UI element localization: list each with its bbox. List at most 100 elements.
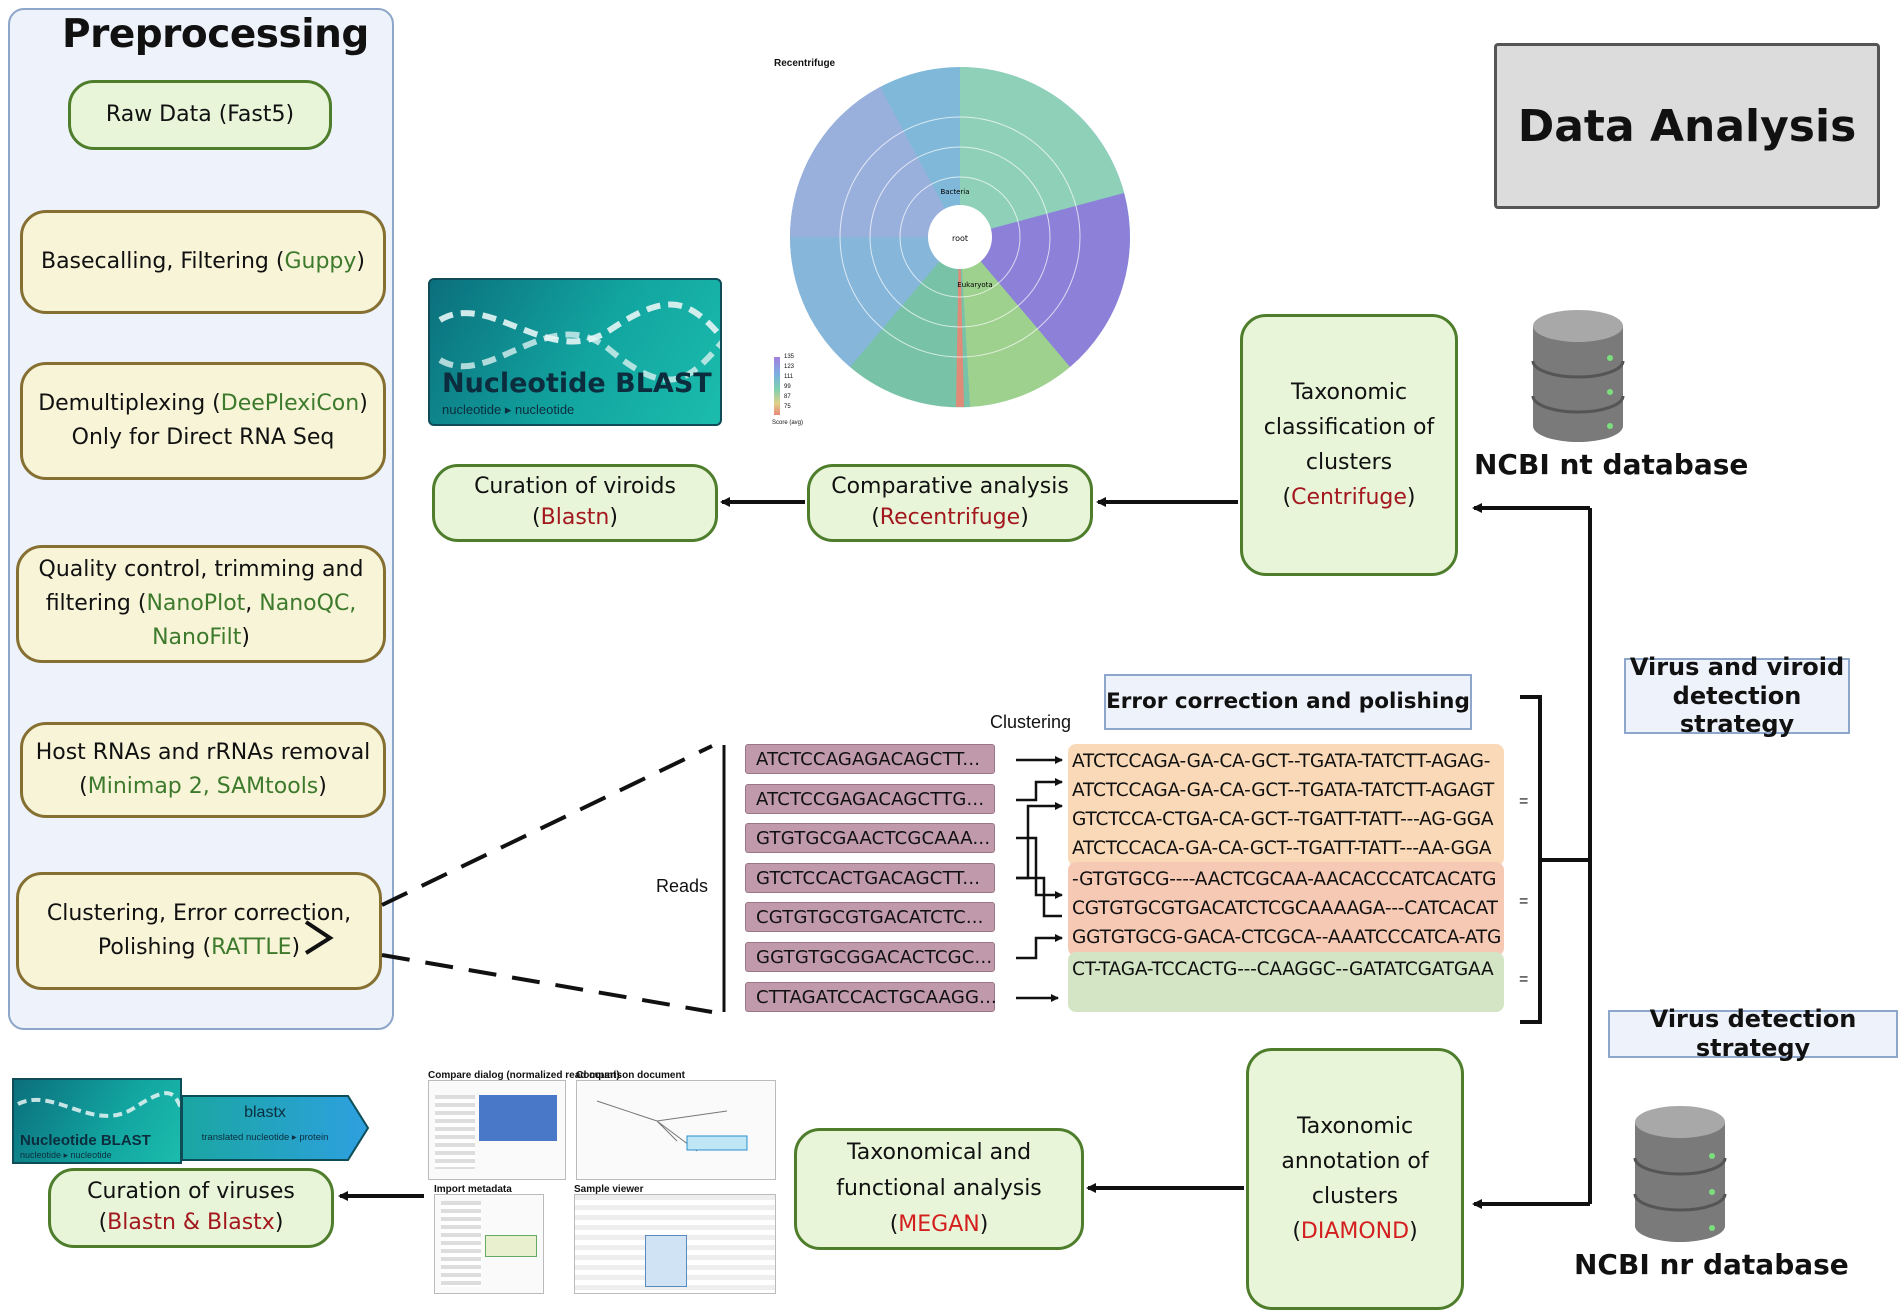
taxonomical-line1: Taxonomical and	[846, 1139, 1032, 1165]
strategy-line2: detection strategy	[1672, 681, 1802, 739]
data-analysis-title: Data Analysis	[1494, 43, 1880, 209]
curation-viruses-line2: (Blastn & Blastx)	[98, 1210, 284, 1235]
zoom-chevron	[304, 920, 334, 955]
curation-viruses-line1: Curation of viruses	[87, 1179, 295, 1205]
comparative-analysis-box: Comparative analysis (Recentrifuge)	[807, 464, 1093, 542]
qc-line3: NanoFilt)	[152, 625, 250, 651]
sunburst-seg-2	[960, 193, 1130, 367]
host-removal-box: Host RNAs and rRNAs removal (Minimap 2, …	[20, 722, 386, 818]
nt-database-icon	[1531, 310, 1625, 442]
nanoplot-tool: NanoPlot	[146, 590, 246, 616]
arrow-read4	[1016, 802, 1063, 880]
comparative-line2: (Recentrifuge)	[871, 505, 1029, 530]
nr-database-icon	[1633, 1106, 1727, 1242]
tax-annot-line2: annotation of	[1281, 1148, 1429, 1174]
score-tick: 135	[784, 354, 795, 360]
score-colorbar	[774, 357, 780, 415]
megan-screenshots: Compare dialog (normalized read count) C…	[424, 1070, 784, 1300]
megan-panel-a-title: Compare dialog (normalized read count)	[428, 1070, 620, 1081]
cluster-1-seq: ATCTCCAGA-GA-CA-GCT--TGATA-TATCTT-AGAGT	[1072, 780, 1495, 801]
blastx-title: blastx	[244, 1104, 286, 1121]
clustering-line1: Clustering, Error correction,	[46, 900, 352, 926]
tax-class-line1: Taxonomic	[1290, 379, 1408, 405]
cluster-1-seq: ATCTCCACA-GA-CA-GCT--TGATT-TATT---AA-GGA	[1072, 838, 1492, 859]
megan-panel-b	[576, 1080, 776, 1180]
taxonomic-classification-box: Taxonomic classification of clusters (Ce…	[1240, 314, 1458, 576]
host-line1: Host RNAs and rRNAs removal	[35, 739, 371, 765]
rattle-tool: RATTLE	[211, 935, 292, 960]
cluster-1-seq: ATCTCCAGA-GA-CA-GCT--TGATA-TATCTT-AGAG-	[1072, 751, 1491, 772]
taxonomical-functional-box: Taxonomical and functional analysis (MEG…	[794, 1128, 1084, 1250]
read-item: GTCTCCACTGACAGCTT...	[745, 863, 995, 893]
tax-class-line4: (Centrifuge)	[1282, 485, 1416, 511]
taxonomical-line3: (MEGAN)	[889, 1212, 989, 1238]
eq-sign: =	[1519, 893, 1529, 910]
megan-panel-a	[428, 1080, 566, 1180]
virus-viroid-strategy-label: Virus and viroid detection strategy	[1624, 653, 1850, 738]
cluster-2-seq: GGTGTGCG-GACA-CTCGCA--AAATCCCATCA-ATG	[1072, 927, 1502, 948]
cluster-1-seq: GTCTCCA-CTGA-CA-GCT--TGATT-TATT---AG-GGA	[1072, 809, 1494, 830]
score-tick: 75	[784, 404, 791, 410]
megan-tool: MEGAN	[898, 1212, 980, 1238]
strategy-line1: Virus and viroid	[1629, 652, 1845, 681]
error-correction-title: Error correction and polishing	[1104, 674, 1472, 730]
cluster-3-seq: CT-TAGA-TCCACTG---CAAGGC--GATATCGATGAA	[1072, 959, 1494, 980]
curation-viroids-line2: (Blastn)	[532, 505, 618, 530]
curation-viroids-line1: Curation of viroids	[474, 474, 676, 500]
nr-database-label: NCBI nr database	[1574, 1248, 1849, 1281]
preprocessing-panel	[8, 8, 394, 1030]
blastx-sub: translated nucleotide ▸ protein	[201, 1132, 329, 1143]
tax-annot-line1: Taxonomic	[1296, 1113, 1414, 1139]
taxonomic-annotation-box: Taxonomic annotation of clusters (DIAMON…	[1246, 1048, 1464, 1310]
sunburst-root-label: root	[952, 234, 968, 243]
sunburst-svg: root Bacteria Eukaryota	[774, 67, 1130, 415]
nucleotide-blast-logo-bottom: Nucleotide BLAST nucleotide ▸ nucleotide	[12, 1078, 182, 1164]
taxonomical-line2: functional analysis	[836, 1175, 1042, 1201]
clusters-bracket	[1520, 695, 1542, 1024]
tax-annot-line3: clusters	[1311, 1184, 1399, 1209]
dna-helix-graphic	[17, 1091, 180, 1118]
blast-logo-sub-small: nucleotide ▸ nucleotide	[20, 1150, 112, 1160]
minimap-samtools-tool: Minimap 2, SAMtools	[87, 774, 319, 799]
demux-label: Demultiplexing (DeePlexiCon)	[38, 390, 368, 416]
guppy-tool: Guppy	[284, 248, 357, 274]
recentrifuge-tool: Recentrifuge	[879, 505, 1021, 530]
clustering-label: Clustering	[990, 712, 1072, 732]
megan-panel-c	[434, 1194, 544, 1294]
arrow-read3	[1016, 836, 1063, 899]
sunburst-seg-6	[790, 87, 960, 237]
cluster-3-box: CT-TAGA-TCCACTG---CAAGGC--GATATCGATGAA	[1068, 952, 1504, 1012]
score-tick: 111	[784, 374, 794, 380]
arrow-read2	[1016, 778, 1063, 802]
qc-line1: Quality control, trimming and	[38, 556, 364, 582]
centrifuge-tool: Centrifuge	[1291, 485, 1407, 511]
read-item: CGTGTGCGTGACATCTC...	[745, 902, 995, 932]
nanoqc-tool: NanoQC,	[259, 590, 357, 616]
comparative-line1: Comparative analysis	[831, 474, 1069, 500]
read-item: ATCTCCGAGACAGCTTG...	[745, 784, 995, 814]
raw-data-label: Raw Data (Fast5)	[105, 101, 295, 127]
blast-logo-sub: nucleotide ▸ nucleotide	[442, 402, 575, 417]
sunburst-highlight	[956, 237, 964, 407]
zoom-line-top	[381, 744, 713, 907]
nanofilt-tool: NanoFilt	[152, 625, 242, 651]
read-item: GTGTGCGAACTCGCAAA...	[745, 823, 995, 853]
nt-database-label: NCBI nt database	[1474, 448, 1749, 481]
megan-panel-d	[574, 1194, 776, 1294]
cluster-2-box: -GTGTGCG----AACTCGCAA-AACACCCATCACATG CG…	[1068, 862, 1504, 956]
tax-class-line2: classification of	[1263, 414, 1435, 440]
megan-panel-c-title: Import metadata	[434, 1184, 512, 1195]
basecalling-box: Basecalling, Filtering (Guppy)	[20, 210, 386, 314]
recentrifuge-chart: Recentrifuge root Bacteria Eukaryota 135…	[770, 52, 1250, 432]
virus-strategy-label: Virus detection strategy	[1608, 1005, 1898, 1062]
zoom-line-bottom	[381, 953, 713, 1014]
tax-class-line3: clusters	[1305, 450, 1393, 475]
curation-viruses-box: Curation of viruses (Blastn & Blastx)	[48, 1168, 334, 1248]
score-tick: 87	[784, 394, 791, 400]
sunburst-seg-5	[789, 237, 960, 367]
clustering-line2: Polishing (RATTLE)	[97, 935, 301, 960]
cluster-2-seq: CGTGTGCGTGACATCTCGCAAAAGA---CATCACAT	[1072, 898, 1498, 919]
quality-control-box: Quality control, trimming and filtering …	[16, 545, 386, 663]
eq-sign: =	[1519, 971, 1529, 988]
